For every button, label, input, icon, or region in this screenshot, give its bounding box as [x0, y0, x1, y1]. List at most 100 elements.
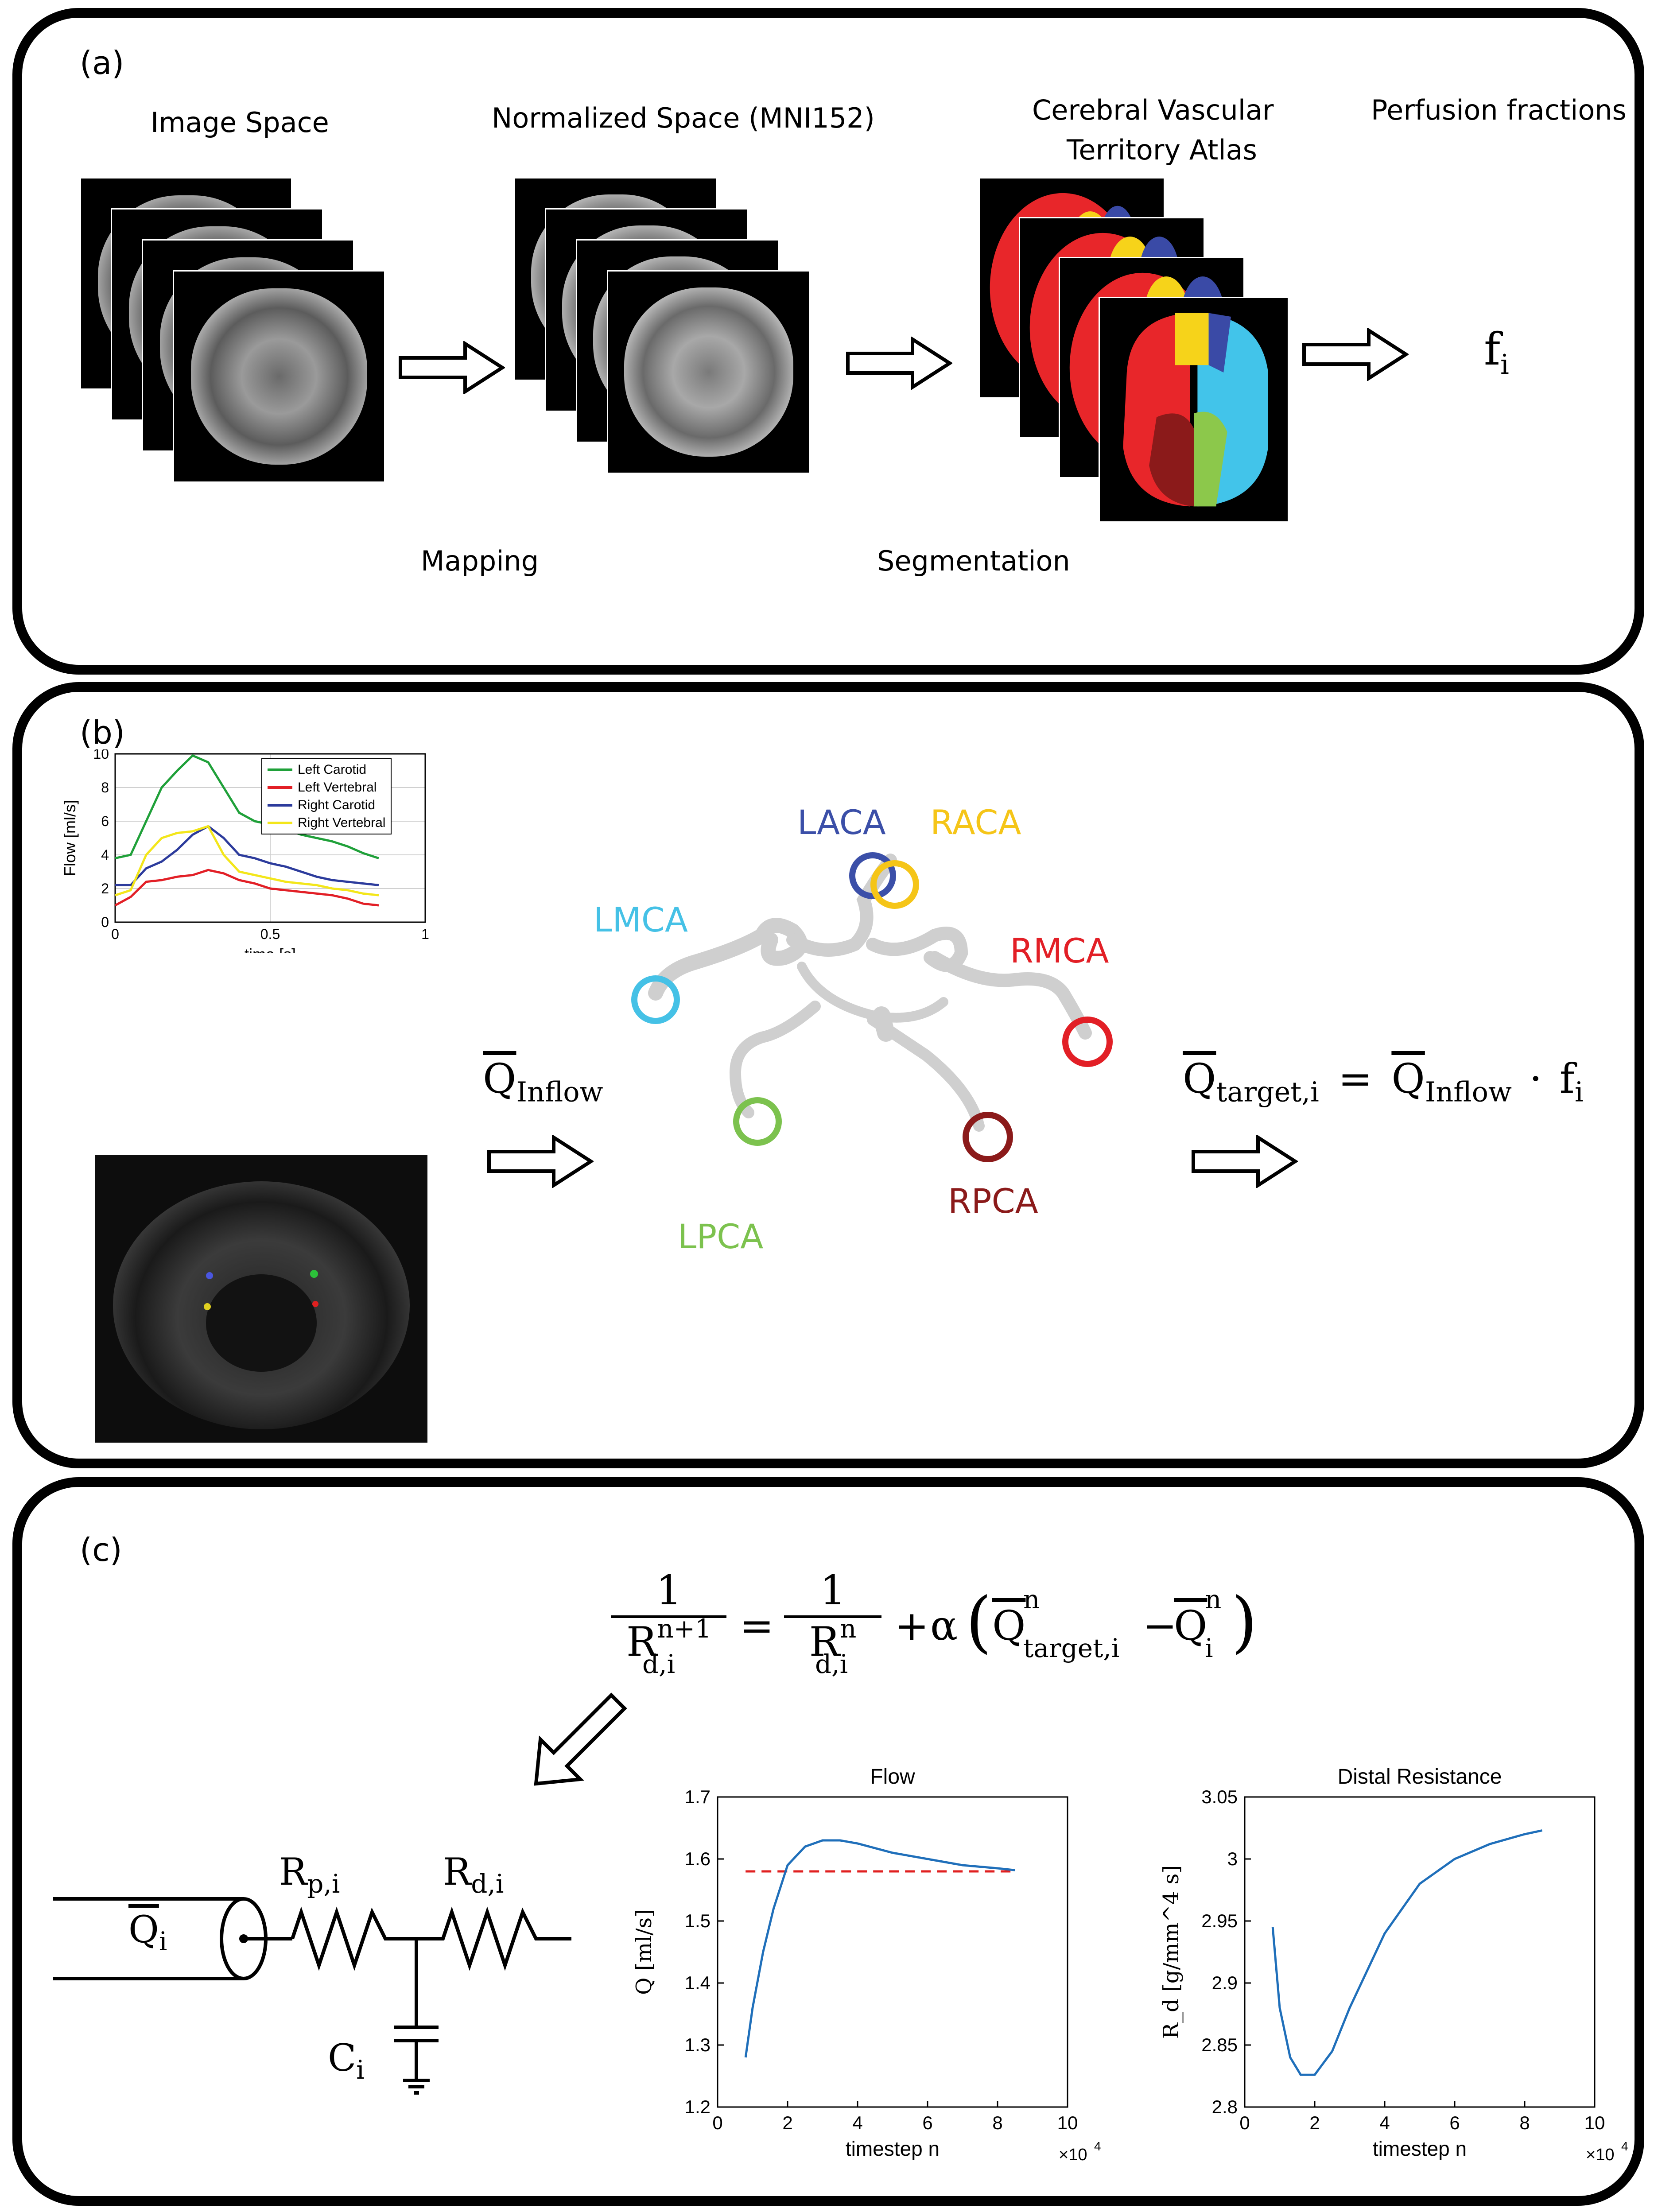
mapping-label: Mapping — [421, 545, 539, 577]
chart-title: Flow — [870, 1765, 915, 1789]
arrow-right-icon — [846, 337, 952, 390]
vascular-atlas-stack — [979, 177, 1333, 549]
perfusion-fraction-symbol: fi — [1484, 323, 1509, 380]
panel-a-letter: (a) — [80, 44, 124, 81]
legend-swatch — [268, 822, 292, 824]
rpca-marker — [963, 1112, 1013, 1162]
x-tick-label: 0 — [111, 926, 119, 942]
vessel-dot — [204, 1303, 211, 1310]
y-tick-label: 3 — [1227, 1848, 1238, 1869]
windkessel-circuit — [53, 1897, 571, 2095]
circuit-flow-label: Qi — [128, 1908, 167, 1956]
segmentation-label: Segmentation — [877, 545, 1070, 577]
x-tick-label: 6 — [922, 2112, 932, 2133]
series-line — [115, 825, 379, 896]
x-multiplier: ×10 — [1059, 2146, 1087, 2164]
plot-frame — [717, 1796, 1068, 2108]
raca-marker — [870, 860, 919, 909]
atlas-label-line2: Territory Atlas — [1067, 134, 1257, 166]
legend-label: Left Vertebral — [298, 780, 377, 795]
target-flow-equation: Qtarget,i = QInflow · fi — [1183, 1055, 1584, 1108]
label-lmca: LMCA — [594, 900, 688, 939]
x-tick-label: 10 — [1057, 2112, 1078, 2133]
y-tick-label: 1.2 — [685, 2096, 711, 2117]
y-tick-label: 2.9 — [1212, 1972, 1238, 1993]
label-lpca: LPCA — [678, 1217, 764, 1256]
y-tick-label: 2 — [101, 881, 109, 896]
legend-item-right-vertebral: Right Vertebral — [268, 814, 385, 832]
pc-mri-image — [95, 1155, 427, 1443]
x-tick-label: 8 — [992, 2112, 1002, 2133]
y-tick-label: 6 — [101, 813, 109, 829]
x-axis-label: timestep n — [1373, 2137, 1467, 2160]
x-tick-label: 0 — [1239, 2112, 1250, 2133]
y-tick-label: 1.7 — [685, 1786, 711, 1807]
capacitance-label: Ci — [328, 2036, 365, 2085]
vessel-outlet-markers — [631, 852, 1113, 1162]
y-tick-label: 0 — [101, 914, 109, 930]
label-rpca: RPCA — [948, 1181, 1038, 1221]
legend-label: Right Carotid — [298, 798, 376, 812]
x-tick-label: 2 — [1309, 2112, 1320, 2133]
y-tick-label: 2.85 — [1201, 2034, 1238, 2055]
vessel-dot — [310, 1270, 318, 1278]
panel-a: (a) Image Space Normalized Space (MNI152… — [12, 8, 1644, 675]
inflow-chart: 00.510246810time [s]Flow [ml/s] — [61, 749, 429, 953]
y-tick-label: 3.05 — [1201, 1786, 1238, 1807]
y-tick-label: 1.4 — [685, 1972, 711, 1993]
proximal-resistance-label: Rp,i — [279, 1850, 340, 1899]
panel-c-letter: (c) — [80, 1531, 122, 1568]
label-rmca: RMCA — [1010, 931, 1109, 970]
y-tick-label: 2.8 — [1212, 2096, 1238, 2117]
perfusion-label: Perfusion fractions — [1371, 94, 1627, 126]
x-tick-label: 6 — [1449, 2112, 1460, 2133]
mni-slice — [607, 270, 811, 474]
atlas-label-line1: Cerebral Vascular — [1032, 94, 1274, 126]
plot-frame — [114, 753, 426, 923]
arrow-right-icon — [1302, 328, 1409, 381]
y-tick-label: 2.95 — [1201, 1910, 1238, 1931]
lmca-marker — [631, 975, 680, 1024]
normalized-space-label: Normalized Space (MNI152) — [492, 102, 875, 134]
y-tick-label: 1.5 — [685, 1910, 711, 1931]
legend-label: Left Carotid — [298, 762, 367, 777]
x-tick-label: 0.5 — [260, 926, 280, 942]
x-tick-label: 1 — [421, 926, 429, 942]
x-tick-label: 0 — [712, 2112, 722, 2133]
rmca-marker — [1062, 1017, 1113, 1067]
vessel-dot — [312, 1301, 318, 1307]
legend-swatch — [268, 786, 292, 789]
arrow-right-icon — [399, 341, 505, 394]
legend-item-left-vertebral: Left Vertebral — [268, 779, 385, 796]
y-axis-label: R_d [g/mm^4 s] — [1159, 1865, 1184, 2039]
x-axis-label: time [s] — [245, 945, 296, 953]
x-tick-label: 10 — [1584, 2112, 1605, 2133]
y-tick-label: 10 — [93, 749, 109, 762]
legend-swatch — [268, 804, 292, 807]
x-tick-label: 4 — [1379, 2112, 1390, 2133]
series-line — [744, 1839, 1015, 2058]
label-laca: LACA — [797, 803, 886, 842]
mri-slice — [173, 270, 385, 483]
arrow-down-left-icon — [534, 1692, 627, 1786]
panel-b-letter: (b) — [80, 714, 125, 751]
inflow-chart-legend: Left Carotid Left Vertebral Right Caroti… — [261, 758, 392, 834]
image-space-stack — [80, 177, 390, 523]
vessel-dot — [206, 1272, 213, 1279]
legend-item-left-carotid: Left Carotid — [268, 761, 385, 779]
x-tick-label: 4 — [852, 2112, 862, 2133]
series-line — [114, 869, 379, 907]
inflow-label: QInflow — [483, 1055, 603, 1108]
series-line — [1271, 1829, 1543, 2076]
distal-resistance-label: Rd,i — [443, 1850, 504, 1899]
y-axis-label: Q [ml/s] — [632, 1909, 656, 1995]
arrow-right-icon — [487, 1135, 594, 1188]
y-axis-label: Flow [ml/s] — [61, 800, 79, 876]
legend-label: Right Vertebral — [298, 815, 386, 830]
plot-frame — [1244, 1796, 1596, 2108]
y-tick-label: 1.3 — [685, 2034, 711, 2055]
